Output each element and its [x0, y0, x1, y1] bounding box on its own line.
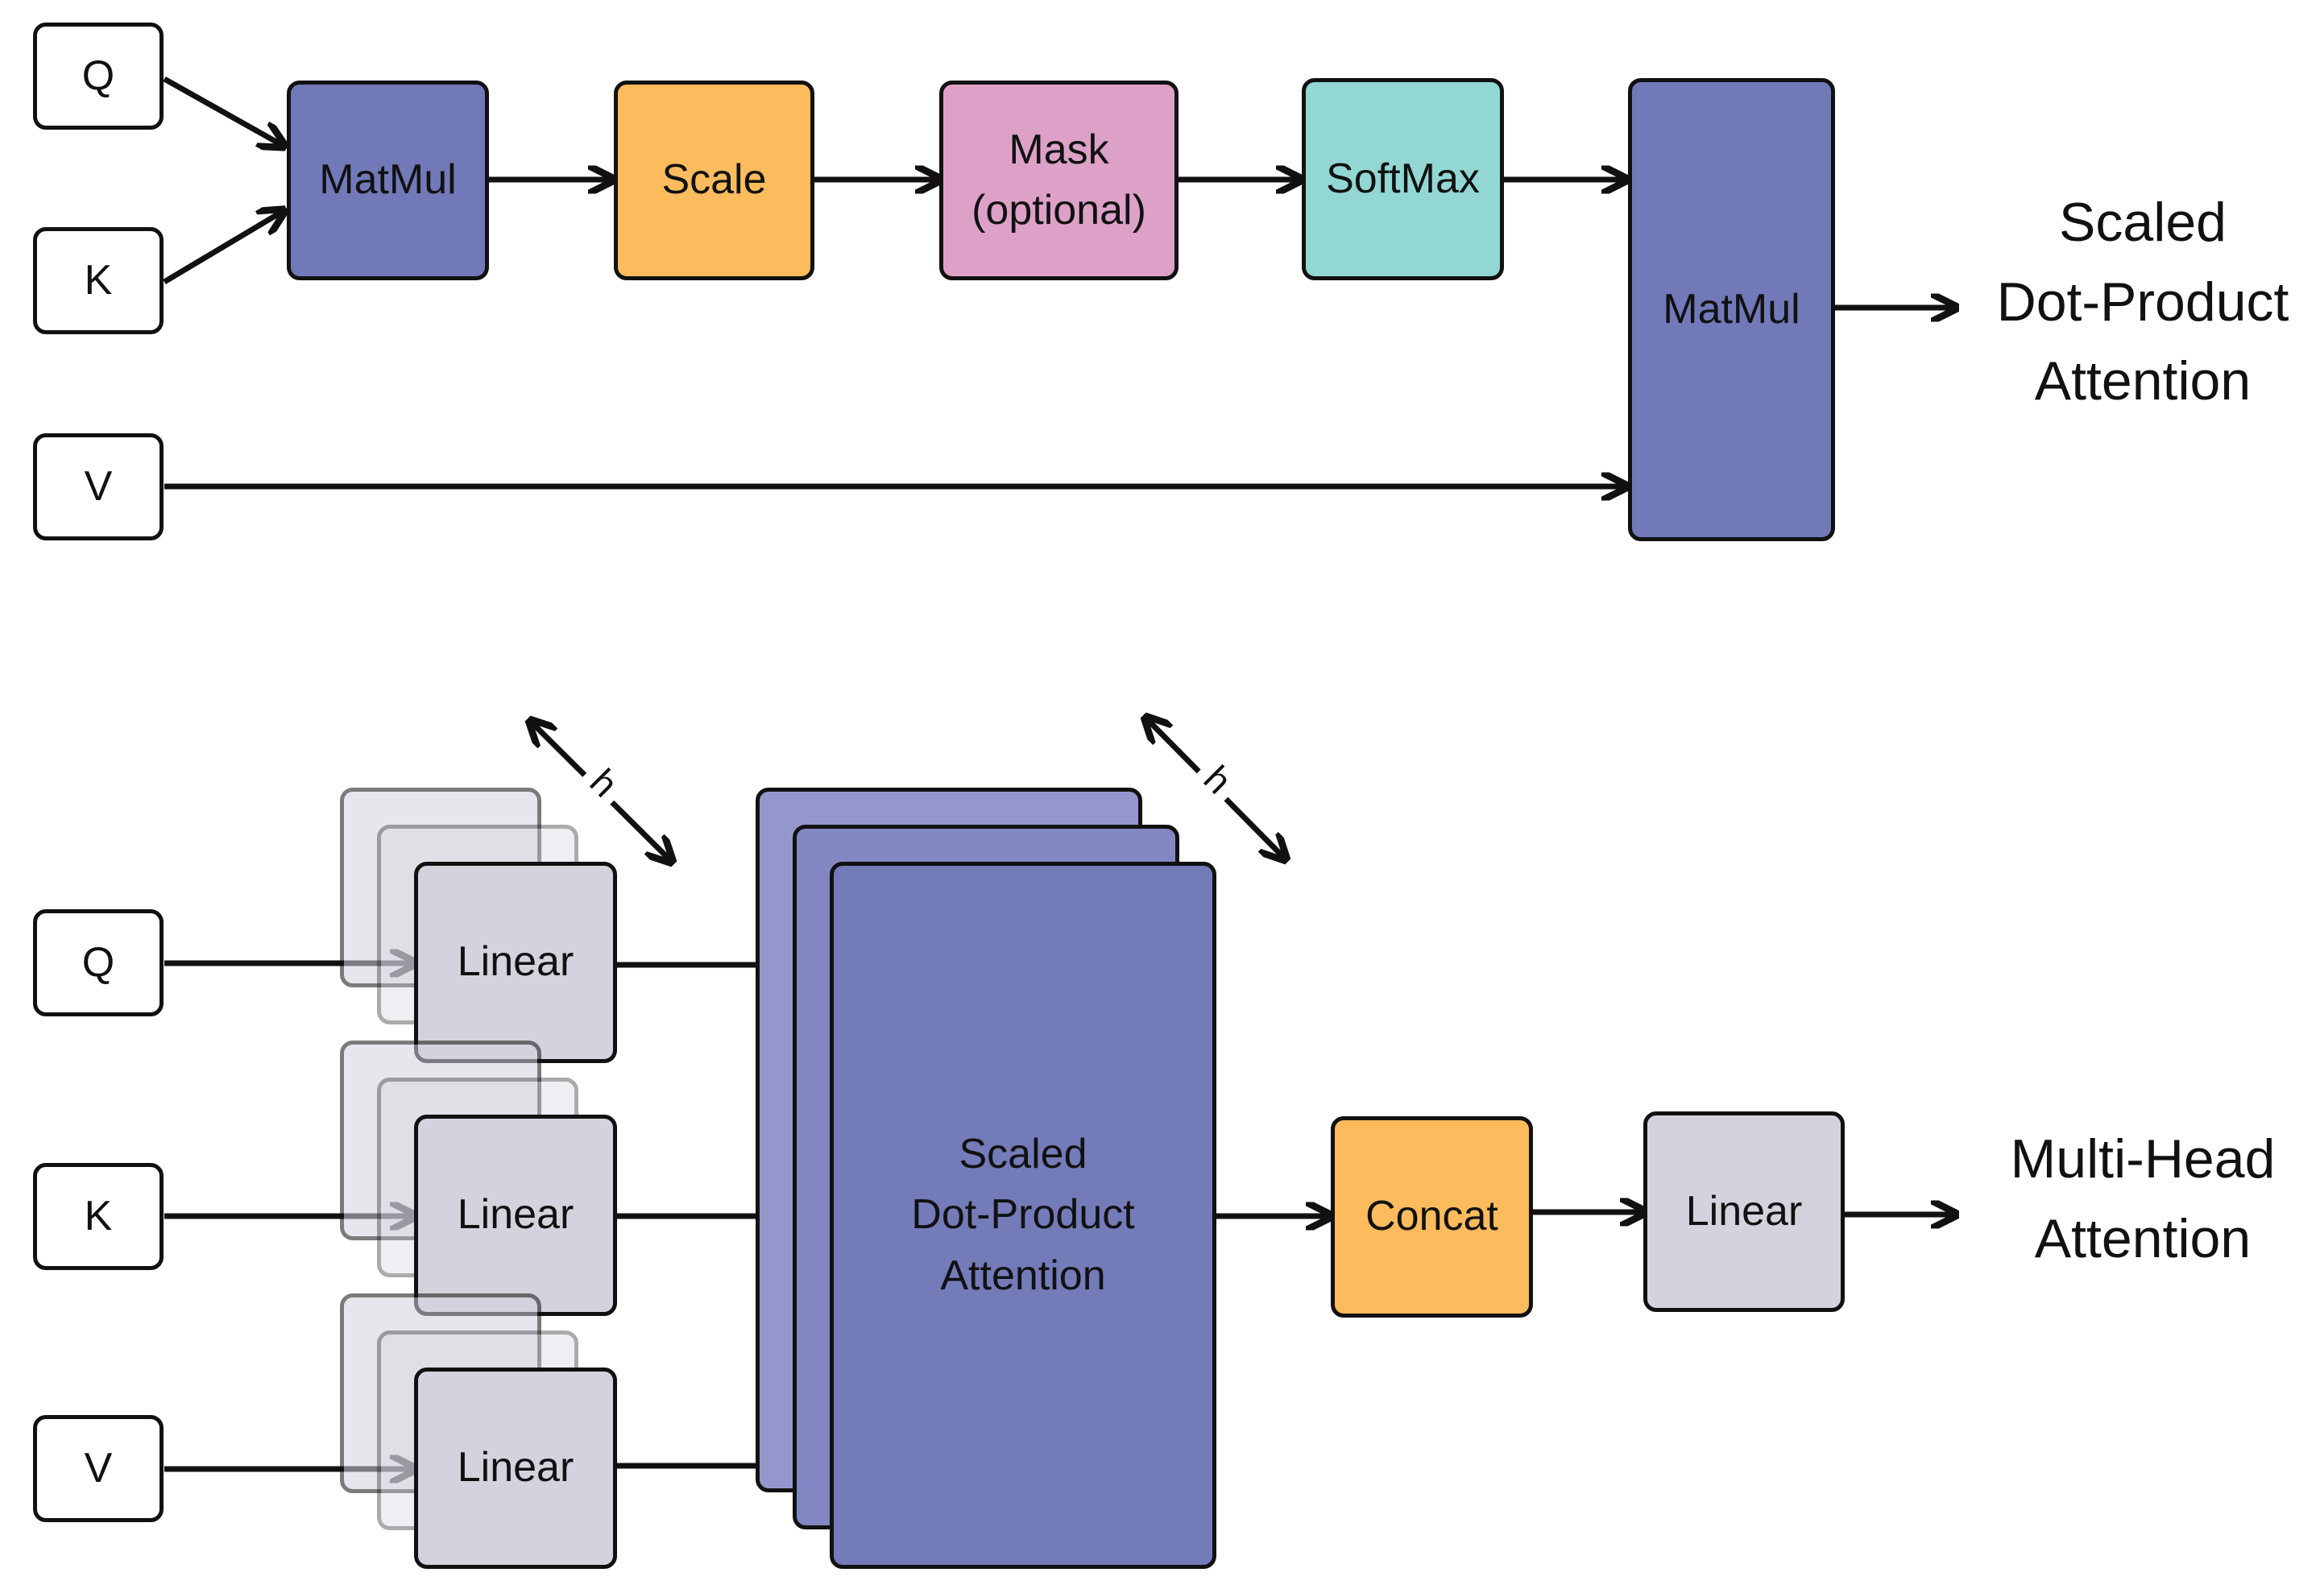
softmax-block: SoftMax	[1302, 78, 1504, 280]
input-k-bottom: K	[33, 1163, 164, 1270]
matmul-final-block: MatMul	[1628, 78, 1835, 541]
arrow-k-to-matmul	[163, 212, 282, 285]
caption-mh-line-1: Multi-Head	[2010, 1128, 2276, 1190]
attention-block: Scaled Dot-Product Attention	[830, 862, 1216, 1569]
input-q-top: Q	[33, 23, 164, 130]
input-v-top: V	[33, 433, 164, 540]
caption-scaled-dot-product: Scaled Dot-Product Attention	[1966, 183, 2320, 421]
caption-line-3: Attention	[2034, 350, 2252, 412]
mask-label: Mask	[1009, 126, 1109, 173]
arrow-q-to-matmul	[163, 76, 282, 145]
attention-label-1: Scaled	[959, 1130, 1087, 1177]
caption-multi-head: Multi-Head Attention	[1966, 1119, 2320, 1278]
linear-k-block: Linear	[414, 1115, 617, 1316]
input-k-top: K	[33, 227, 164, 334]
concat-block: Concat	[1331, 1116, 1533, 1318]
caption-line-2: Dot-Product	[1996, 271, 2289, 333]
mask-optional-label: (optional)	[971, 187, 1146, 234]
caption-line-1: Scaled	[2059, 192, 2227, 253]
input-q-bottom: Q	[33, 909, 164, 1016]
caption-mh-line-2: Attention	[2034, 1207, 2252, 1269]
linear-output-block: Linear	[1643, 1111, 1845, 1312]
mask-block: Mask (optional)	[939, 81, 1179, 280]
attention-label-2: Dot-Product	[911, 1191, 1135, 1239]
input-v-bottom: V	[33, 1415, 164, 1522]
attention-label-3: Attention	[940, 1252, 1106, 1299]
linear-q-block: Linear	[414, 862, 617, 1063]
scale-block: Scale	[614, 81, 814, 280]
linear-v-block: Linear	[414, 1368, 617, 1569]
matmul-block: MatMul	[287, 81, 489, 280]
